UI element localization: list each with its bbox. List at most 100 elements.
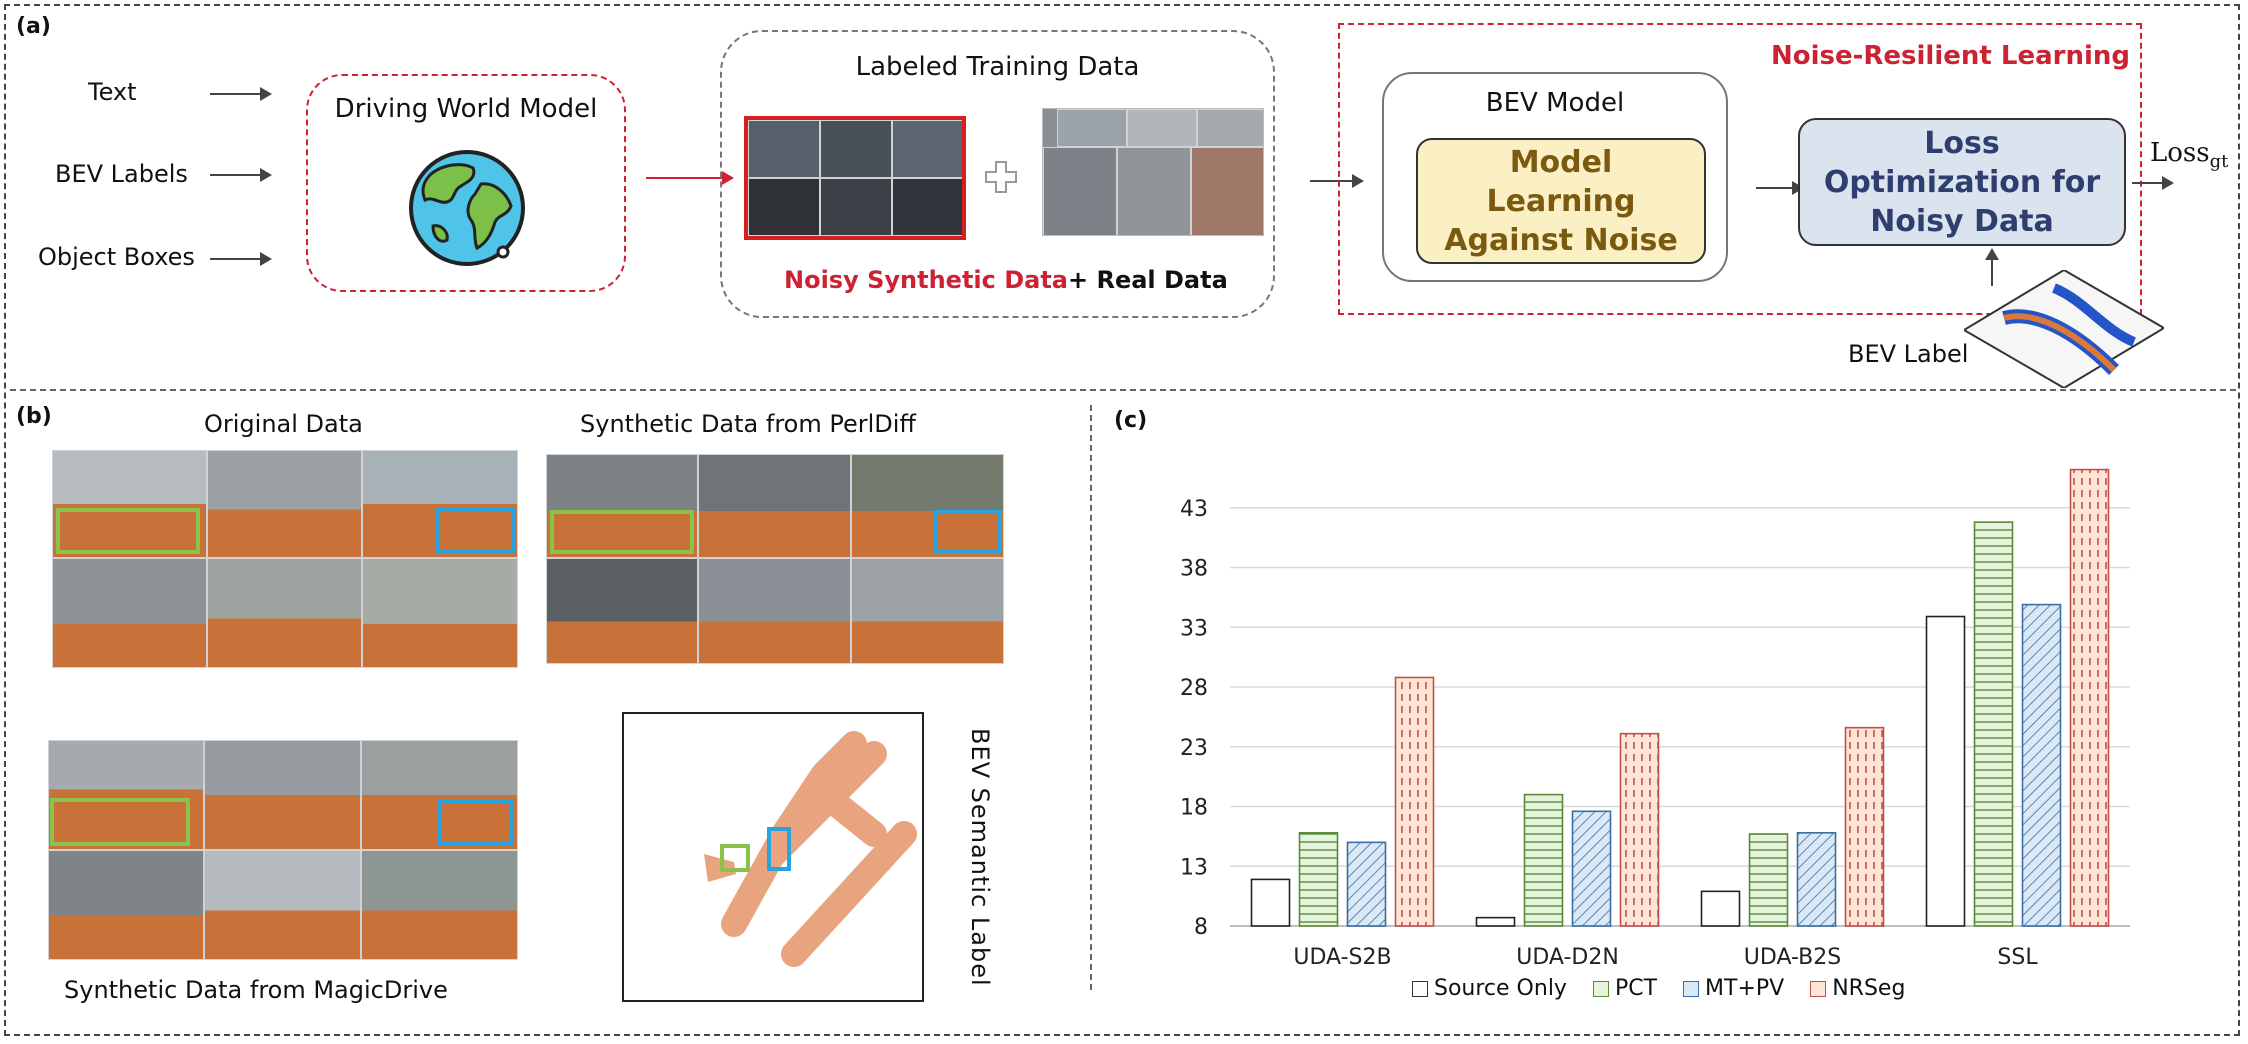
bar-source-only-uda-s2b [1250,878,1291,927]
legend-nrseg: NRSeg [1810,976,1905,1001]
arrow-object-boxes [210,252,272,266]
noisy-synthetic-label: Noisy Synthetic Data [784,266,1069,294]
magicdrive-image [48,740,518,960]
camera-tile [820,120,892,178]
y-tick-label: 33 [1180,616,1208,641]
legend-pct: PCT [1592,976,1658,1001]
bar-source-only-uda-d2n [1475,916,1516,927]
noisy-synthetic-image [744,116,966,240]
legend-label: NRSeg [1832,976,1906,1001]
bar-source-only-uda-b2s [1700,890,1741,927]
original-data-title: Original Data [204,410,363,438]
bar-nrseg-uda-s2b [1394,676,1435,927]
blue-highlight-box [934,510,1002,554]
bar-pct-uda-d2n [1523,793,1564,927]
loss-text: Loss [2150,138,2210,168]
model-learning-box: Model Learning Against Noise [1416,138,1706,264]
camera-tile [748,178,820,236]
bev-label-caption: BEV Label [1848,340,1969,368]
bev-semantic-map [622,712,924,1002]
camera-tile [361,850,518,960]
green-highlight-box [550,510,694,554]
input-text: Text [88,78,137,106]
bev-model-title: BEV Model [1485,88,1625,118]
bar-pct-uda-b2s [1748,833,1789,927]
camera-tile [362,558,518,668]
panel-a-tag: (a) [16,14,51,39]
x-tick-label: UDA-B2S [1744,945,1841,970]
bar-mt-pv-ssl [2021,603,2062,927]
plus-icon [985,161,1017,193]
y-tick-label: 43 [1180,497,1208,522]
arrow-to-nrl [1310,174,1364,188]
nrl-box: Noise-Resilient Learning [1338,23,2142,315]
real-data-label: + Real Data [1068,266,1228,294]
panel-b-tag: (b) [16,404,52,429]
bev-road-shape [704,731,917,967]
figure-frame [4,4,2240,1036]
bev-semantic-caption: BEV Semantic Label [966,728,994,987]
bev-model-box: BEV Model [1382,72,1728,282]
chart-legend: Source Only PCT MT+PV NRSeg [1412,976,1905,1001]
camera-tile [1127,109,1197,147]
x-tick-label: UDA-D2N [1516,945,1619,970]
camera-tile [1191,147,1263,235]
legend-mt-pv: MT+PV [1683,976,1784,1001]
perldiff-image [546,454,1004,664]
loss-optimization-box: Loss Optimization for Noisy Data [1798,118,2126,246]
camera-tile [48,740,204,850]
bar-mt-pv-uda-s2b [1346,841,1387,927]
camera-tile [48,850,204,960]
arrow-text [210,87,272,101]
camera-tile [1043,147,1117,235]
y-tick-label: 38 [1180,557,1208,582]
x-tick-label: SSL [1997,945,2038,970]
camera-tile [207,450,362,558]
arrow-to-loss [1756,181,1804,195]
camera-tile [204,850,361,960]
legend-swatch-pct [1592,980,1609,997]
legend-swatch-nrseg [1810,980,1827,997]
legend-label: PCT [1614,976,1658,1001]
bar-pct-uda-s2b [1298,831,1339,927]
y-tick-label: 23 [1180,736,1208,761]
y-tick-label: 13 [1180,855,1208,880]
bar-pct-ssl [1973,521,2014,927]
camera-tile [1117,147,1191,235]
camera-tile [892,178,962,236]
camera-tile [1057,109,1127,147]
camera-tile [698,454,851,558]
camera-tile [851,454,1004,558]
camera-tile [748,120,820,178]
camera-tile [892,120,962,178]
arrow-to-training-data [646,171,734,185]
camera-tile [698,558,851,664]
camera-tile [52,450,207,558]
camera-tile [820,178,892,236]
panel-c-tag: (c) [1114,408,1148,433]
input-bev-labels: BEV Labels [55,160,188,188]
camera-tile [546,454,698,558]
legend-label: MT+PV [1705,976,1785,1001]
loss-gt-label: Lossgt [2150,138,2228,172]
green-highlight-box [50,798,190,846]
camera-tile [1197,109,1263,147]
camera-tile [207,558,362,668]
camera-tile [546,558,698,664]
input-object-boxes: Object Boxes [38,243,195,271]
blue-highlight-box [436,508,516,554]
legend-label: Source Only [1434,976,1567,1001]
arrow-head-up [1985,248,1999,260]
arrow-bev-labels [210,168,272,182]
bar-nrseg-uda-d2n [1619,732,1660,927]
camera-tile [362,450,518,558]
row-separator [10,389,2236,391]
training-data-box: Labeled Training Data [720,30,1275,318]
bar-nrseg-ssl [2069,468,2110,927]
bar-mt-pv-uda-b2s [1796,831,1837,927]
bar-source-only-ssl [1925,615,1966,927]
legend-swatch-mt-pv [1683,980,1700,997]
world-model-box: Driving World Model [306,74,626,292]
